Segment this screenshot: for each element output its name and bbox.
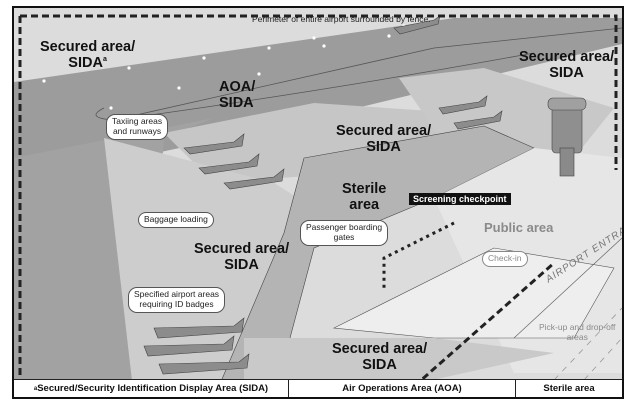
screening-checkpoint-label: Screening checkpoint [409, 193, 511, 205]
zone-line1: Secured area/ [332, 341, 428, 357]
pickup-lanes [553, 307, 622, 381]
airport-illustration [14, 8, 622, 397]
callout-line2: and runways [112, 125, 162, 136]
zone-label-secured-left: Secured area/ SIDA [194, 241, 290, 273]
legend-sterile: Sterile area [516, 380, 622, 397]
footnote-mark: a [102, 55, 107, 63]
zone-line2: SIDA [68, 54, 103, 71]
perimeter-fence-top [20, 14, 618, 170]
zone-label-secured-bottom: Secured area/ SIDA [332, 341, 428, 373]
runway-lights [42, 24, 406, 110]
zone-line2: SIDA [362, 356, 397, 373]
terminal-building [332, 247, 615, 339]
callout-taxiing: Taxiing areas and runways [106, 114, 169, 140]
runway [14, 18, 622, 183]
callout-checkin: Check-in [482, 251, 528, 267]
legend-aoa-text: Air Operations Area (AOA) [342, 383, 462, 394]
callout-line2: areas [566, 331, 588, 342]
zone-line2: area [349, 196, 380, 213]
zone-label-secured-top-left: Secured area/ SIDAa [40, 39, 136, 71]
zone-line2: SIDA [219, 94, 254, 111]
legend-sida: a Secured/Security Identification Displa… [14, 380, 289, 397]
legend-aoa: Air Operations Area (AOA) [289, 380, 516, 397]
zone-line2: SIDA [224, 256, 259, 273]
legend-bar: a Secured/Security Identification Displa… [14, 379, 622, 397]
callout-line1: Specified airport areas [134, 289, 220, 299]
left-taxiway [14, 118, 214, 397]
zone-label-secured-top-right: Secured area/ SIDA [519, 49, 615, 81]
zone-line1: Secured area/ [40, 39, 136, 55]
secured-bottom-area [244, 338, 554, 383]
control-tower [547, 97, 587, 177]
aircraft-group [143, 15, 503, 375]
callout-boarding: Passenger boarding gates [300, 220, 389, 246]
callout-line1: Pick-up and drop-off [539, 322, 616, 332]
legend-sida-text: Secured/Security Identification Display … [37, 383, 269, 394]
airplane-runway [393, 15, 441, 35]
callout-id-badges: Specified airport areas requiring ID bad… [128, 287, 226, 313]
callout-line1: Passenger boarding [306, 222, 383, 232]
zone-line1: Sterile [342, 181, 387, 197]
zone-line1: Secured area/ [336, 123, 432, 139]
entrance-road-edge [513, 237, 622, 339]
zone-line2: SIDA [366, 138, 401, 155]
callout-line1: Taxiing areas [112, 116, 163, 126]
zone-label-secured-center: Secured area/ SIDA [336, 123, 432, 155]
zone-line2: SIDA [549, 64, 584, 81]
airport-security-diagram: Perimeter of entire airport surrounded b… [12, 6, 624, 399]
screening-checkpoint-line [382, 221, 455, 288]
perimeter-note: Perimeter of entire airport surrounded b… [252, 14, 431, 24]
callout-line2: requiring ID badges [139, 298, 214, 309]
callout-pickup: Pick-up and drop-off areas [534, 321, 620, 345]
callout-line2: gates [333, 231, 355, 242]
zone-line1: Secured area/ [519, 49, 615, 65]
zone-line1: AOA/ [219, 79, 256, 95]
legend-sterile-text: Sterile area [543, 383, 595, 394]
zone-label-public: Public area [484, 220, 554, 235]
zone-label-aoa-sida: AOA/ SIDA [219, 79, 256, 111]
legend-footnote-mark: a [33, 385, 38, 392]
zone-line1: Secured area/ [194, 241, 290, 257]
zone-label-sterile: Sterile area [342, 181, 387, 213]
callout-baggage: Baggage loading [138, 212, 214, 228]
